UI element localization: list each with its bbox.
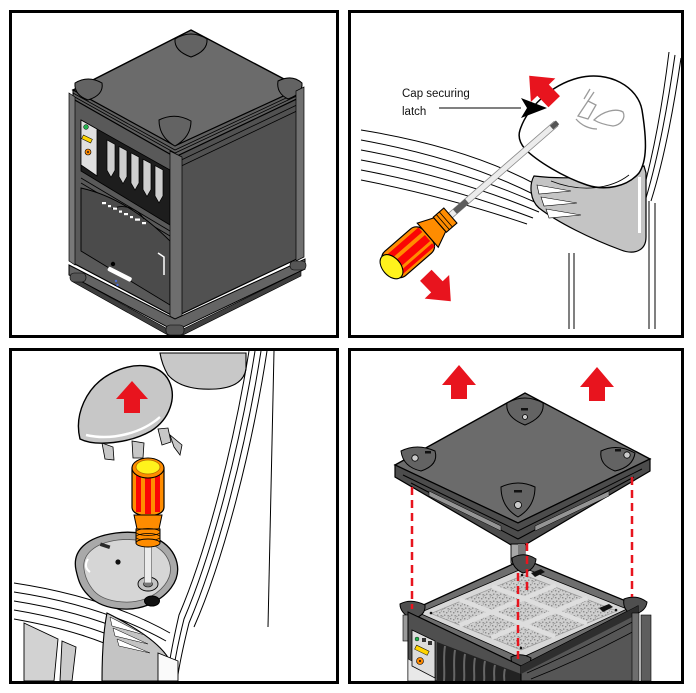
- drive-bay-area: [437, 642, 521, 681]
- recess-hole-small: [115, 559, 121, 565]
- panel-system-overview: [9, 10, 339, 338]
- left-corner-post: [68, 92, 76, 266]
- side-groove: [530, 628, 639, 680]
- support-legs: [23, 622, 77, 681]
- cap-recess: [74, 531, 179, 610]
- chassis-right-edge-lines: [641, 51, 681, 202]
- drive-handles: [106, 139, 164, 204]
- cap-latch-illustration: Cap securing latch: [360, 51, 681, 329]
- panel-cap-latch-release: Cap securing latch: [348, 10, 684, 338]
- recess-hole-large: [144, 595, 160, 607]
- cap-securing-latch-label-line2: latch: [402, 106, 426, 118]
- cover-rail: [428, 490, 502, 532]
- cover-rail: [534, 490, 610, 532]
- cover-cap-screws: [411, 408, 631, 509]
- cap-lift-illustration: [13, 351, 275, 681]
- brand-logo: [107, 261, 132, 287]
- cap-highlight: [85, 416, 161, 439]
- shaft-dark-segment: [452, 198, 469, 214]
- chassis-side-edge-lines: [166, 351, 275, 681]
- handle-butt: [135, 459, 161, 475]
- yellow-indicator: [81, 134, 93, 144]
- panel-top-cover-removal: [348, 348, 684, 684]
- screwdriver: [379, 120, 560, 280]
- drive-ribs: [443, 645, 506, 681]
- hand-grip-notches: [109, 616, 151, 654]
- yellow-indicator: [414, 644, 430, 656]
- arrow-down-right-icon: [420, 269, 451, 302]
- top-cover: [393, 392, 652, 570]
- cap-securing-latch-label-line1: Cap securing: [402, 88, 470, 100]
- cover-groove-line: [402, 468, 643, 532]
- arrow-up-left-icon: [529, 75, 560, 108]
- base-pedestal: [68, 258, 307, 335]
- mesh-latch-hooks: [429, 569, 618, 650]
- front-corner-post: [169, 150, 183, 324]
- workstation-tower: [68, 29, 307, 335]
- door-edge-highlight: [157, 252, 165, 275]
- lid-groove-line: [72, 90, 302, 151]
- handle-collar: [432, 207, 458, 234]
- front-seam-line: [80, 177, 171, 232]
- right-corner-post-outer: [640, 614, 652, 681]
- side-seam-line: [174, 108, 302, 170]
- chassis-corner-post: [530, 165, 656, 329]
- front-status-panel: [80, 119, 98, 177]
- arrow-up-icon: [116, 381, 148, 413]
- chassis-edge-lines: [360, 129, 540, 225]
- power-button-dot: [87, 151, 89, 153]
- lid-groove-line: [72, 93, 302, 154]
- screwdriver-tip: [549, 120, 560, 130]
- handle-neck: [133, 514, 163, 530]
- side-seam-line: [174, 102, 302, 164]
- callout-arrowhead: [521, 98, 547, 118]
- alignment-dashed-lines: [410, 477, 634, 661]
- green-led: [414, 636, 420, 642]
- green-led: [83, 124, 89, 130]
- arrow-up-icon-right: [580, 367, 614, 401]
- side-face-shadow: [521, 606, 638, 674]
- cover-removal-illustration: [393, 365, 652, 681]
- side-groove: [526, 618, 639, 674]
- chassis-foot: [159, 352, 247, 390]
- cap-clips: [101, 427, 183, 461]
- workstation-tower-illustration: [68, 29, 307, 335]
- post-highlight: [638, 177, 641, 233]
- right-corner-post: [631, 612, 640, 681]
- chassis: [399, 554, 652, 681]
- front-status-panel: [411, 629, 436, 679]
- right-corner-post: [295, 86, 305, 262]
- recess-highlight: [84, 558, 91, 573]
- removed-corner-cap: [77, 364, 183, 461]
- cap-securing-latch: [575, 88, 625, 130]
- recess-slot: [99, 542, 111, 549]
- panel-cap-lift-off: [9, 348, 339, 684]
- mesh-grid-strips: [458, 583, 589, 640]
- hand-grip-notches: [536, 184, 582, 219]
- handle-butt: [379, 254, 404, 280]
- arrow-up-icon-left: [442, 365, 476, 399]
- corner-leg: [157, 652, 179, 681]
- screwdriver-vertical: [131, 457, 165, 584]
- front-logo-text: [102, 202, 146, 225]
- cap-rim-line: [550, 174, 630, 189]
